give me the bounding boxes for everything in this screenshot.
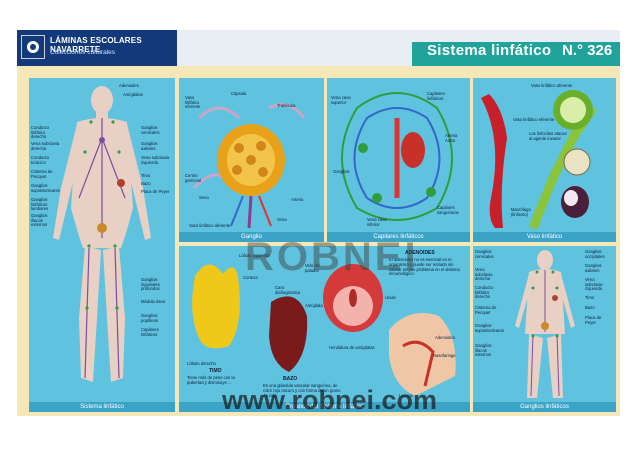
- label-medula-osea: Médula ósea: [141, 299, 165, 304]
- label-linfocitos-atacan: Los linfocitos atacan al agente invasor: [529, 131, 567, 141]
- adenoides-title: ADENOIDES: [405, 250, 435, 256]
- label-ganglios-iliacos: Ganglios ilíacos externos: [31, 213, 48, 228]
- bazo-title: BAZO: [283, 376, 298, 382]
- label-gl-vena-subclavia-izquierda: Vena subclavia izquierda: [585, 277, 603, 292]
- label-vena-cava-superior: Vena cava superior: [331, 95, 351, 105]
- label-capilares-linfaticos: Capilares linfáticos: [141, 327, 159, 337]
- label-arteria-aorta: Arteria Aorta: [445, 133, 458, 143]
- label-ganglios-cervicales: Ganglios cervicales: [141, 125, 160, 135]
- label-gl-timo: Timo: [585, 295, 595, 300]
- label-ganglios-capilares: Ganglios: [333, 169, 350, 174]
- label-conducto-linfatico-derecho: Conducto linfático derecho: [31, 125, 49, 140]
- label-amigdala: Amígdala: [305, 303, 323, 308]
- label-capsula: Cápsula: [231, 91, 247, 96]
- label-trabecula: Trabécula: [277, 103, 296, 108]
- label-gl-cervicales: Ganglios cervicales: [475, 249, 494, 259]
- label-bazo: Bazo: [141, 181, 151, 186]
- label-gl-axilares: Ganglios axilares: [585, 263, 602, 273]
- label-adenoides-org: Adenoides: [435, 335, 455, 340]
- label-cisterna-de-pecquet: Cisterna de Pecquet: [31, 169, 53, 179]
- label-gl-cisterna: Cisterna de Pecquet: [475, 305, 497, 315]
- label-laringe: Laringe: [399, 393, 413, 398]
- panel-ganglio: Vaso linfático eferente Cápsula Trabécul…: [179, 78, 324, 242]
- label-corteza: Corteza: [243, 275, 258, 280]
- label-velo-del-paladar: Velo del paladar: [305, 263, 320, 273]
- publisher-logo-icon: [21, 35, 45, 59]
- label-placa-de-peyer: Placa de Peyer: [141, 189, 170, 194]
- label-gl-placa-de-peyer: Placa de Peyer: [585, 315, 602, 325]
- panel-body-system: Adenoides Amígdalas Conducto linfático d…: [29, 78, 175, 412]
- label-timo: Timo: [141, 173, 151, 178]
- label-vaso-aferente: Vaso linfático aferente: [189, 223, 231, 228]
- adenoides-text: El adenoides no es esencial en el organi…: [389, 257, 460, 277]
- panel-caption-organos: Órganos del Sistema linfático: [179, 402, 470, 412]
- label-capilares-sanguineos: Capilares sanguíneos: [437, 205, 459, 215]
- capillaries-illustration: [341, 92, 453, 221]
- panel-ganglios: Ganglios cervicales Vena subclavia derec…: [473, 246, 616, 412]
- label-ganglios-lumbares: Ganglios linfáticos lumbares: [31, 197, 49, 212]
- header-title-band: [412, 42, 620, 66]
- label-ganglios-supratrocleares: Ganglios supratrocleares: [31, 183, 60, 193]
- label-ganglios-inguinales: Ganglios inguinales profundos: [141, 277, 160, 292]
- panel-capilares: Vena cava superior Capilares linfáticos …: [327, 78, 470, 242]
- label-gl-supratrocleares: Ganglios supratrocleares: [475, 323, 504, 333]
- timo-title: TIMO: [209, 368, 222, 374]
- panel-caption-ganglio: Ganglio: [179, 232, 324, 242]
- lymph-node-illustration: [192, 103, 306, 229]
- label-vena-subclavia-derecha: Vena subclavia derecha: [31, 141, 60, 151]
- label-vena: Vena: [277, 217, 287, 222]
- panel-organos: Lóbulo izquierdo Corteza Lóbulo derecho …: [179, 246, 470, 412]
- lymph-vessel-illustration: [481, 90, 597, 230]
- brand-subtitle: Colecciones culturales: [50, 49, 116, 56]
- panel-caption-vasos: Vaso linfático: [473, 232, 616, 242]
- label-gl-bazo: Bazo: [585, 305, 595, 310]
- panel-vaso-linfatico: Vaso linfático aferente Vaso linfático e…: [473, 78, 616, 242]
- label-cara-diafragmatica: Cara diafragmática: [275, 285, 301, 295]
- panel-caption-body: Sistema linfático: [29, 402, 175, 412]
- human-body-illustration: [53, 86, 151, 382]
- label-amigdalas: Amígdalas: [123, 92, 143, 97]
- label-vaso-eferente: Vaso linfático eferente: [185, 95, 201, 110]
- label-seno: Seno: [199, 195, 209, 200]
- label-vena-subclavia-izquierda: Vena subclavia izquierda: [141, 155, 170, 165]
- label-ganglios-popliteos: Ganglios poplíteos: [141, 313, 158, 323]
- label-conducto-toracico: Conducto torácico: [31, 155, 49, 165]
- organs-illustration: [192, 264, 456, 396]
- label-gl-occipitales: Ganglios occipitales: [585, 249, 605, 259]
- page-title: Sistema linfático: [427, 42, 552, 59]
- header-brand-block: LÁMINAS ESCOLARES NAVARRETE Colecciones …: [17, 30, 177, 66]
- label-nasofaringe: Nasofaringe: [433, 353, 456, 358]
- watermark-brand: ROBNEI: [245, 235, 419, 279]
- lymph-nodes-body-illustration: [515, 250, 575, 398]
- bazo-text: Es una glándula vascular sanguínea, de c…: [263, 383, 341, 398]
- label-gl-iliacos: Ganglios ilíacos externos: [475, 343, 492, 358]
- label-vaso-eferente-v: Vaso linfático eferente: [513, 117, 555, 122]
- label-hendidura-amigdalas: Hendidura de amígdalas: [329, 345, 375, 350]
- label-gl-vena-subclavia-derecha: Vena subclavia derecha: [475, 267, 493, 282]
- panel-caption-capilares: Capilares linfáticos: [327, 232, 470, 242]
- label-macrofago: Macrófago (linfocito): [511, 207, 531, 217]
- label-gl-conducto-derecho: Conducto linfático derecho: [475, 285, 493, 300]
- label-vaso-aferente-v: Vaso linfático aferente: [531, 83, 573, 88]
- brand-name: LÁMINAS ESCOLARES NAVARRETE: [50, 36, 142, 54]
- label-lobulo-izquierdo: Lóbulo izquierdo: [239, 253, 270, 258]
- watermark-url: www.robnei.com: [222, 385, 438, 415]
- sheet-number: N.° 326: [562, 42, 613, 59]
- label-vena-cava-inferior: Vena cava inferior: [367, 217, 387, 227]
- label-arteria: Arteria: [291, 197, 304, 202]
- chart-sheet: LÁMINAS ESCOLARES NAVARRETE Colecciones …: [17, 30, 620, 416]
- label-capilares-linfaticos-2: Capilares linfáticos: [427, 91, 445, 101]
- label-lobulo-derecho: Lóbulo derecho: [187, 361, 216, 366]
- panel-caption-ganglios: Ganglios linfáticos: [473, 402, 616, 412]
- timo-text: Tiene más de peso con la pubertad y dism…: [187, 375, 235, 385]
- label-ganglios-axilares: Ganglios axilares: [141, 141, 158, 151]
- label-centro-germinal: Centro germinal: [185, 173, 202, 183]
- label-uvula: Úvula: [385, 295, 396, 300]
- label-adenoides: Adenoides: [119, 83, 139, 88]
